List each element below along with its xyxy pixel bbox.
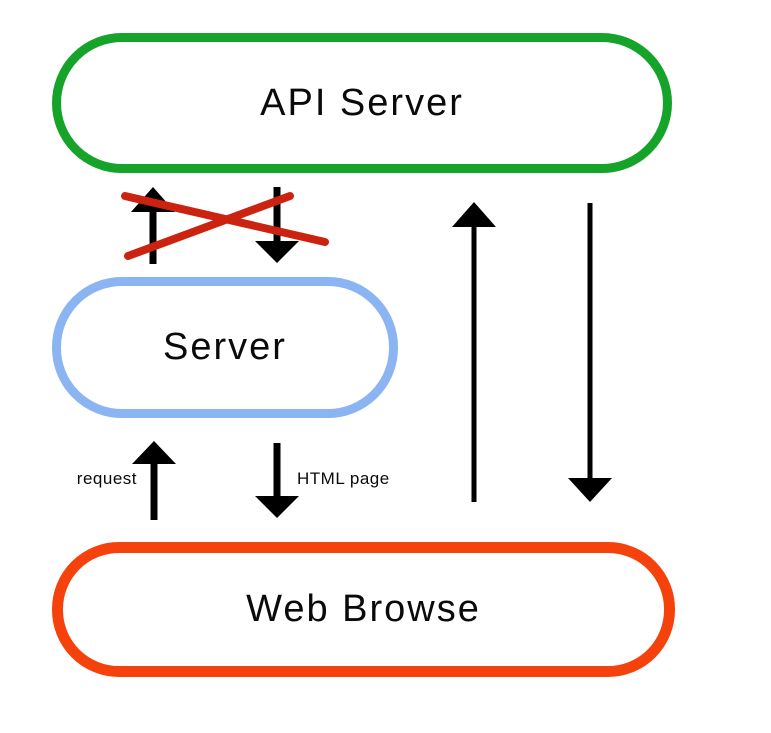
arrow-html-page-down <box>255 443 299 518</box>
edge-label-request: request <box>76 469 137 488</box>
node-api-server-label: API Server <box>260 81 464 124</box>
node-web-browser: Web Browse <box>52 542 675 677</box>
node-api-server: API Server <box>52 33 672 173</box>
arrow-browser-to-api <box>452 202 496 502</box>
node-server: Server <box>52 277 398 418</box>
node-server-label: Server <box>163 326 287 368</box>
blocked-cross-icon <box>121 192 329 260</box>
node-web-browser-label: Web Browse <box>246 588 481 630</box>
edge-label-html-page: HTML page <box>297 469 390 488</box>
arrow-api-to-browser <box>568 203 612 502</box>
arrow-request-up <box>132 441 176 520</box>
